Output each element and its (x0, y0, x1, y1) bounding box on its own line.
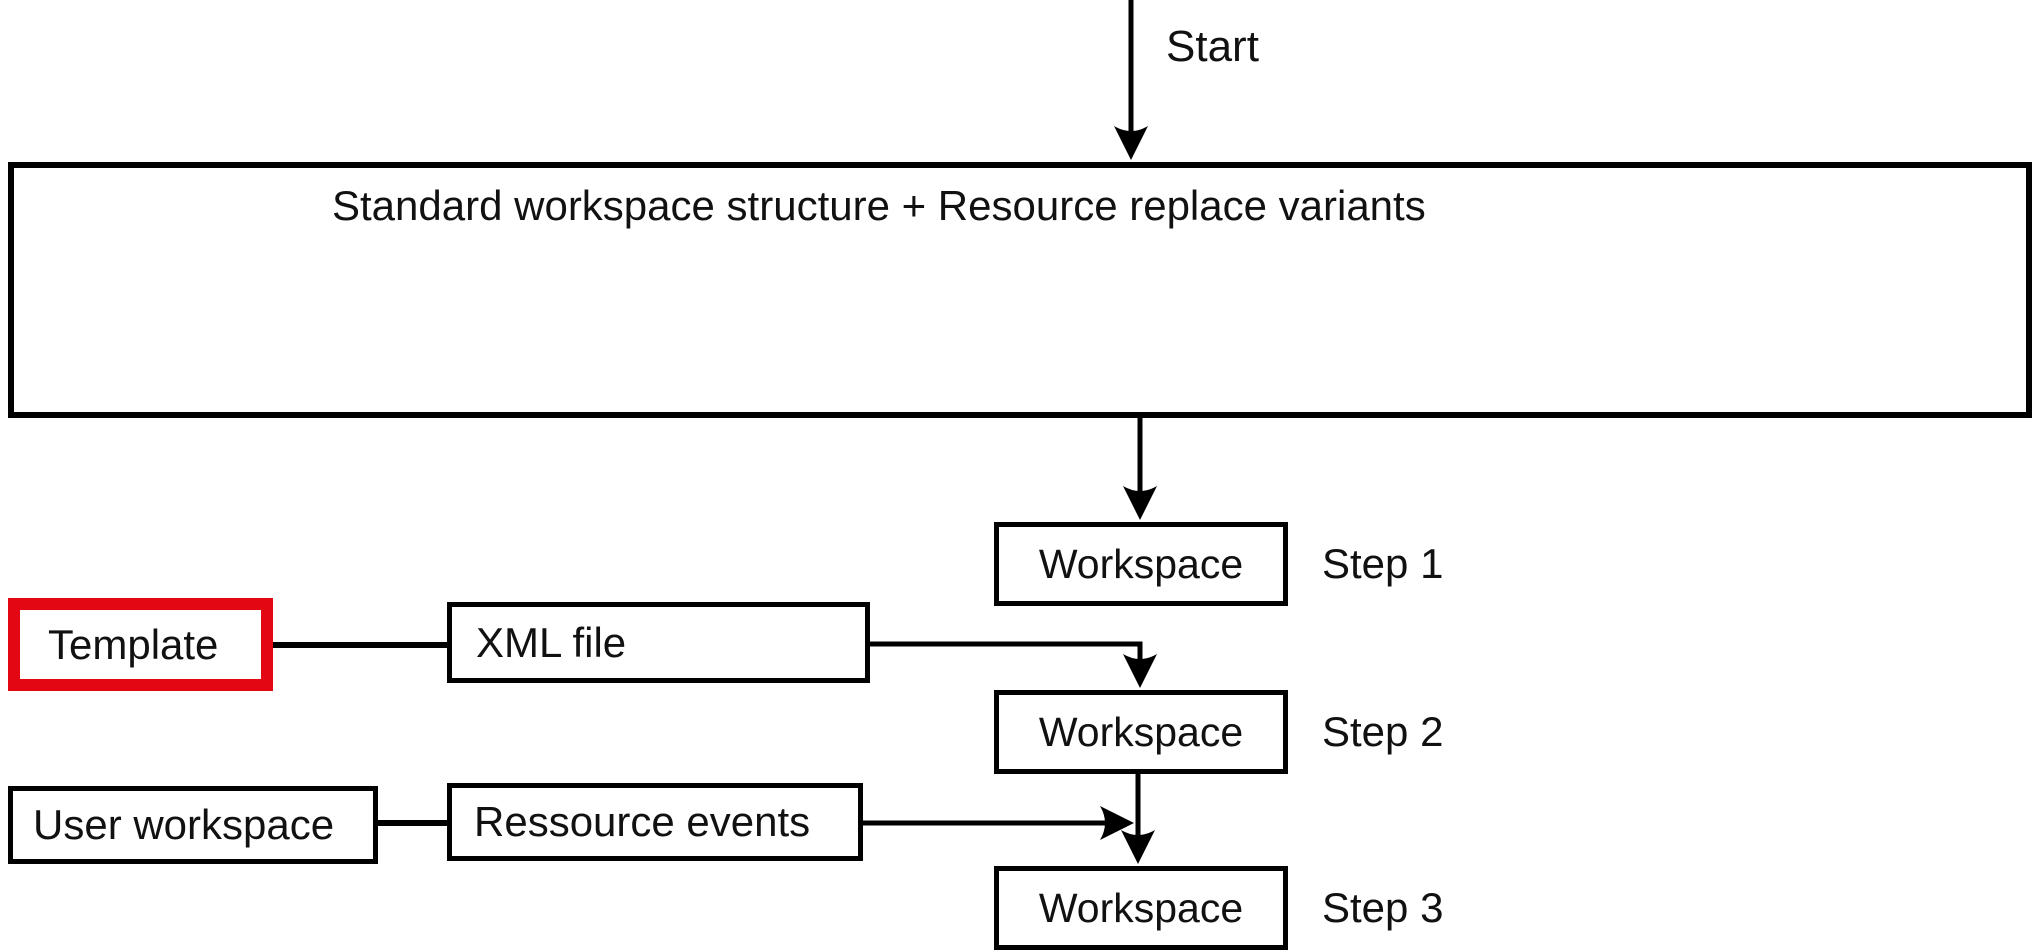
workspace-box-step2: Workspace (994, 690, 1288, 774)
workspace-box-step2-label: Workspace (1038, 708, 1244, 755)
connector-mainbox-to-workspace1 (1123, 415, 1157, 520)
xml-file-box-label: XML file (476, 618, 627, 666)
start-label: Start (1166, 22, 1259, 71)
user-workspace-box: User workspace (8, 786, 378, 864)
main-box: Standard workspace structure + Resource … (8, 162, 2032, 418)
ressource-events-box: Ressource events (447, 783, 863, 861)
connector-ressource-to-workspace3 (861, 806, 1134, 840)
user-workspace-box-label: User workspace (33, 801, 335, 848)
step1-label: Step 1 (1322, 540, 1444, 587)
ressource-events-box-label: Ressource events (474, 798, 811, 845)
template-box-label: Template (48, 620, 219, 668)
template-box: Template (8, 598, 273, 691)
workspace-box-step1-label: Workspace (1038, 540, 1244, 587)
connector-xml-to-workspace2 (868, 641, 1157, 688)
main-box-label: Standard workspace structure + Resource … (332, 182, 1426, 229)
workspace-box-step3: Workspace (994, 866, 1288, 950)
workspace-box-step1: Workspace (994, 522, 1288, 606)
workspace-box-step3-label: Workspace (1038, 884, 1244, 931)
xml-file-box: XML file (447, 602, 870, 683)
step3-label: Step 3 (1322, 884, 1444, 931)
start-arrow (1114, 0, 1148, 160)
connector-workspace2-to-workspace3 (1121, 772, 1155, 864)
step2-label: Step 2 (1322, 708, 1444, 755)
